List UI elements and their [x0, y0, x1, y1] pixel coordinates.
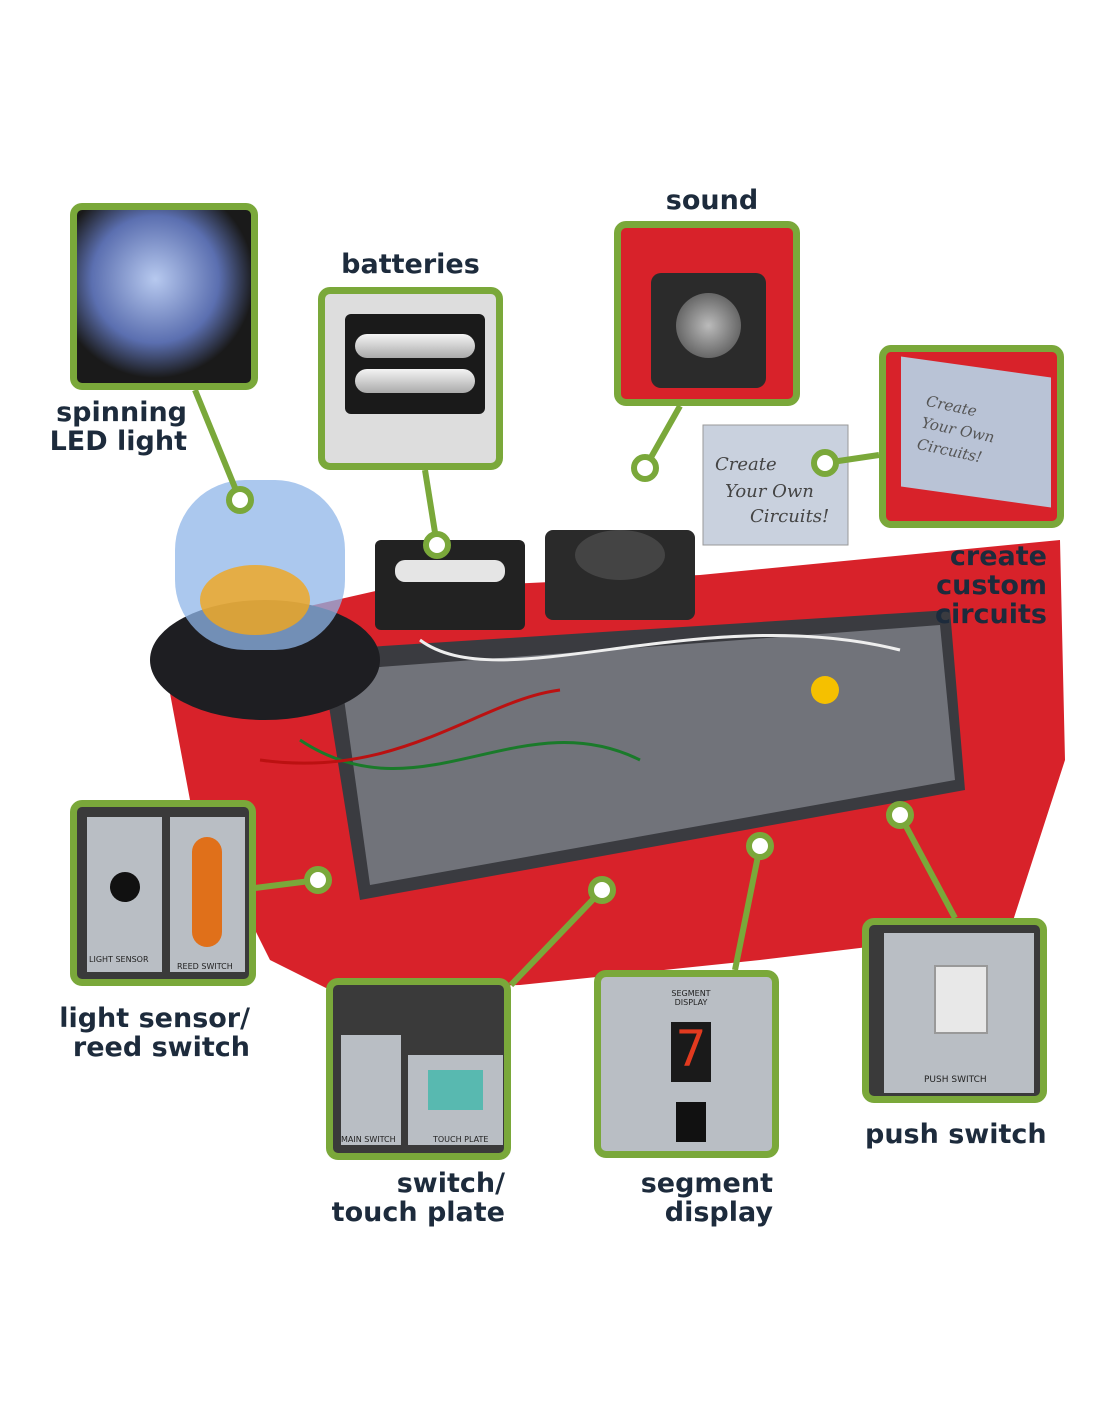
svg-text:Create: Create — [715, 454, 777, 475]
batteries-label: batteries — [341, 249, 480, 280]
svg-text:Circuits!: Circuits! — [750, 506, 829, 527]
segment-inset: SEGMENT DISPLAY 7 — [594, 970, 779, 1158]
light-sensor-inset: LIGHT SENSOR REED SWITCH — [70, 800, 256, 986]
inset-label: LIGHT SENSOR — [89, 955, 149, 964]
inset-label: TOUCH PLATE — [433, 1135, 489, 1144]
inset-label: REED SWITCH — [177, 962, 233, 971]
spinning-led-label: spinning LED light — [49, 397, 187, 457]
segment-digit: 7 — [675, 1020, 707, 1078]
push-switch-label: push switch — [865, 1119, 1047, 1150]
create-inset: Create Your Own Circuits! — [879, 345, 1064, 528]
spinning-led-inset — [70, 203, 258, 390]
segment-label: segment display — [640, 1168, 773, 1228]
inset-label: PUSH SWITCH — [924, 1075, 987, 1085]
switch-touch-inset: MAIN SWITCH TOUCH PLATE — [326, 978, 511, 1160]
batteries-inset — [318, 287, 503, 470]
push-switch-inset: PUSH SWITCH — [862, 918, 1047, 1103]
switch-touch-label: switch/ touch plate — [331, 1168, 505, 1228]
inset-label: SEGMENT DISPLAY — [671, 989, 711, 1007]
inset-label: MAIN SWITCH — [341, 1135, 396, 1144]
light-sensor-label: light sensor/ reed switch — [59, 1003, 250, 1063]
sound-inset — [614, 221, 800, 406]
sound-label: sound — [665, 185, 759, 216]
svg-text:Your Own: Your Own — [725, 481, 814, 502]
create-label: create custom circuits — [934, 541, 1047, 630]
create-card — [702, 424, 849, 546]
battery-holder — [375, 540, 525, 630]
